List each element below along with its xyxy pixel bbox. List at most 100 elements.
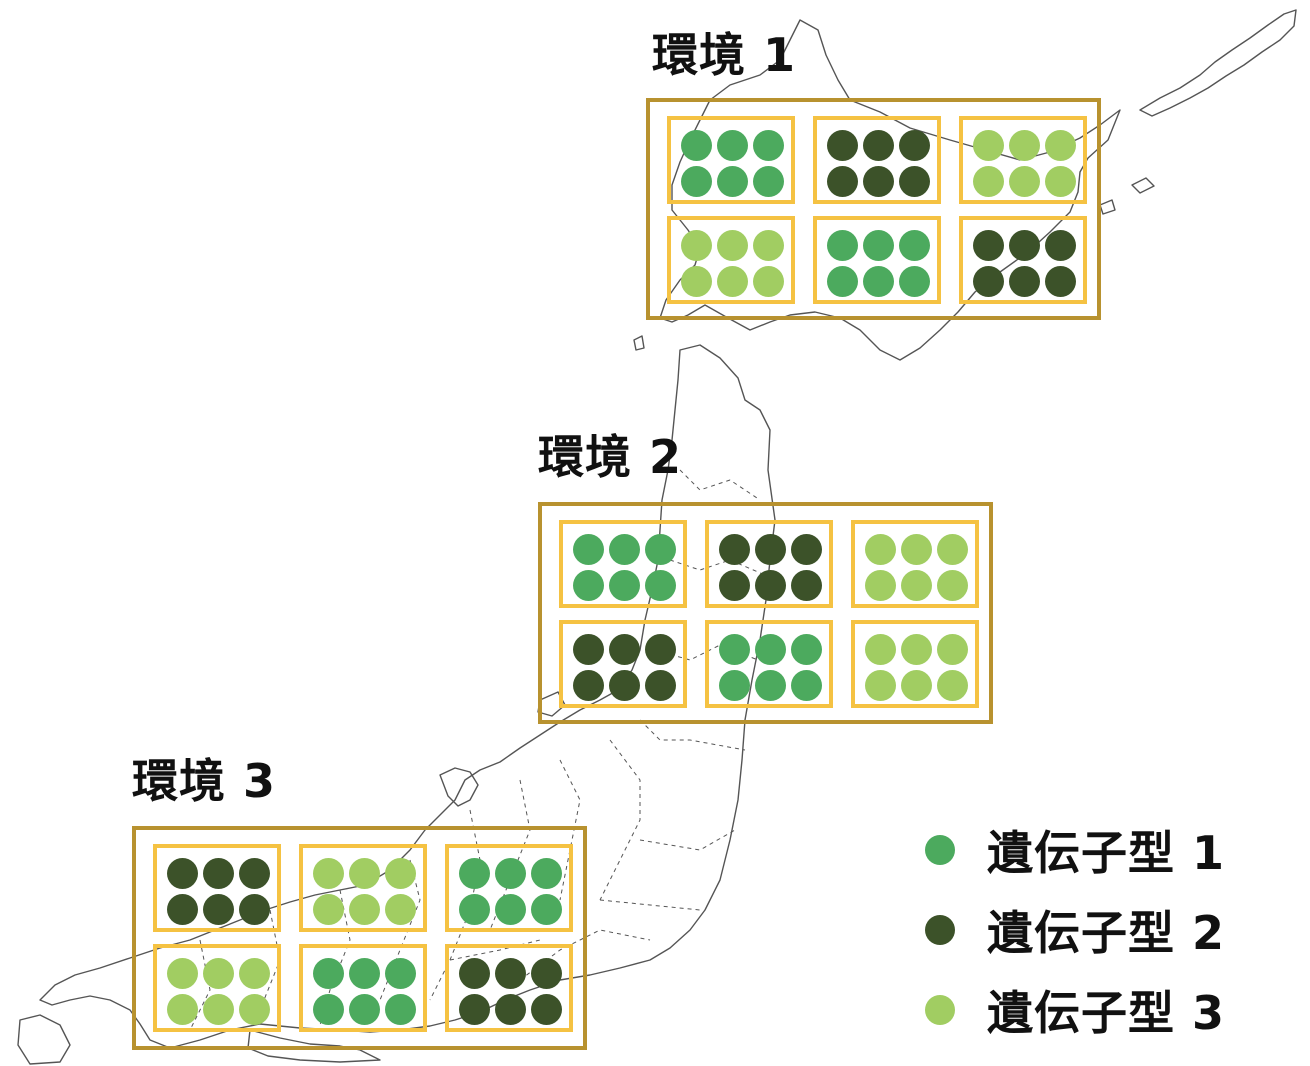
individual-dot	[495, 958, 526, 989]
environment-1-box	[646, 98, 1101, 320]
individual-dot	[901, 570, 932, 601]
population-cell-genotype-1	[445, 844, 573, 932]
individual-dot	[937, 570, 968, 601]
individual-dot	[865, 534, 896, 565]
individual-dot	[899, 230, 930, 261]
environment-2-box	[538, 502, 993, 724]
individual-dot	[313, 894, 344, 925]
individual-dot	[719, 670, 750, 701]
individual-dot	[791, 670, 822, 701]
individual-dot	[573, 570, 604, 601]
individual-dot	[863, 166, 894, 197]
individual-dot	[753, 230, 784, 261]
individual-dot	[167, 858, 198, 889]
individual-dot	[495, 994, 526, 1025]
individual-dot	[681, 166, 712, 197]
individual-dot	[459, 958, 490, 989]
individual-dot	[573, 670, 604, 701]
population-cell-genotype-1	[559, 520, 687, 608]
individual-dot	[791, 570, 822, 601]
individual-dot	[753, 266, 784, 297]
individual-dot	[349, 994, 380, 1025]
kyushu-outline	[17, 1014, 71, 1065]
individual-dot	[717, 230, 748, 261]
individual-dot	[1009, 166, 1040, 197]
population-cell-genotype-3	[959, 116, 1087, 204]
individual-dot	[203, 958, 234, 989]
individual-dot	[1045, 166, 1076, 197]
individual-dot	[645, 534, 676, 565]
environment-3-box	[132, 826, 587, 1050]
individual-dot	[531, 958, 562, 989]
legend-label: 遺伝子型 3	[987, 986, 1226, 1040]
population-cell-genotype-2	[959, 216, 1087, 304]
individual-dot	[239, 958, 270, 989]
individual-dot	[167, 994, 198, 1025]
individual-dot	[531, 894, 562, 925]
individual-dot	[203, 994, 234, 1025]
individual-dot	[719, 634, 750, 665]
individual-dot	[495, 894, 526, 925]
individual-dot	[531, 994, 562, 1025]
individual-dot	[1009, 130, 1040, 161]
individual-dot	[863, 130, 894, 161]
individual-dot	[901, 670, 932, 701]
population-cell-genotype-1	[705, 620, 833, 708]
honshu-outline	[39, 344, 776, 1049]
individual-dot	[459, 894, 490, 925]
genotype-1-swatch	[925, 835, 955, 865]
population-cell-genotype-3	[667, 216, 795, 304]
population-cell-genotype-2	[559, 620, 687, 708]
individual-dot	[753, 166, 784, 197]
population-cell-genotype-3	[153, 944, 281, 1032]
individual-dot	[239, 994, 270, 1025]
individual-dot	[1045, 130, 1076, 161]
individual-dot	[385, 894, 416, 925]
individual-dot	[755, 534, 786, 565]
individual-dot	[791, 634, 822, 665]
individual-dot	[937, 534, 968, 565]
individual-dot	[609, 670, 640, 701]
individual-dot	[349, 858, 380, 889]
shikoku-outline	[247, 1029, 381, 1063]
individual-dot	[681, 230, 712, 261]
individual-dot	[573, 634, 604, 665]
individual-dot	[973, 166, 1004, 197]
noto-peninsula-outline	[439, 767, 479, 807]
genotype-2-swatch	[925, 915, 955, 945]
individual-dot	[827, 230, 858, 261]
population-cell-genotype-1	[667, 116, 795, 204]
legend-item-genotype-1: 遺伝子型 1	[925, 817, 1225, 883]
population-cell-genotype-3	[299, 844, 427, 932]
population-cell-genotype-2	[813, 116, 941, 204]
individual-dot	[1045, 266, 1076, 297]
individual-dot	[973, 230, 1004, 261]
individual-dot	[717, 266, 748, 297]
population-cell-genotype-1	[813, 216, 941, 304]
individual-dot	[1045, 230, 1076, 261]
individual-dot	[609, 534, 640, 565]
individual-dot	[865, 670, 896, 701]
individual-dot	[753, 130, 784, 161]
individual-dot	[865, 570, 896, 601]
individual-dot	[609, 570, 640, 601]
individual-dot	[901, 534, 932, 565]
individual-dot	[203, 894, 234, 925]
individual-dot	[609, 634, 640, 665]
individual-dot	[385, 958, 416, 989]
individual-dot	[719, 570, 750, 601]
individual-dot	[645, 670, 676, 701]
individual-dot	[827, 166, 858, 197]
population-cell-genotype-3	[851, 520, 979, 608]
environment-1-label: 環境 1	[652, 28, 797, 82]
individual-dot	[645, 570, 676, 601]
individual-dot	[863, 266, 894, 297]
legend-label: 遺伝子型 2	[987, 906, 1226, 960]
individual-dot	[313, 858, 344, 889]
individual-dot	[167, 894, 198, 925]
individual-dot	[717, 166, 748, 197]
individual-dot	[1009, 266, 1040, 297]
individual-dot	[531, 858, 562, 889]
individual-dot	[459, 994, 490, 1025]
individual-dot	[827, 130, 858, 161]
